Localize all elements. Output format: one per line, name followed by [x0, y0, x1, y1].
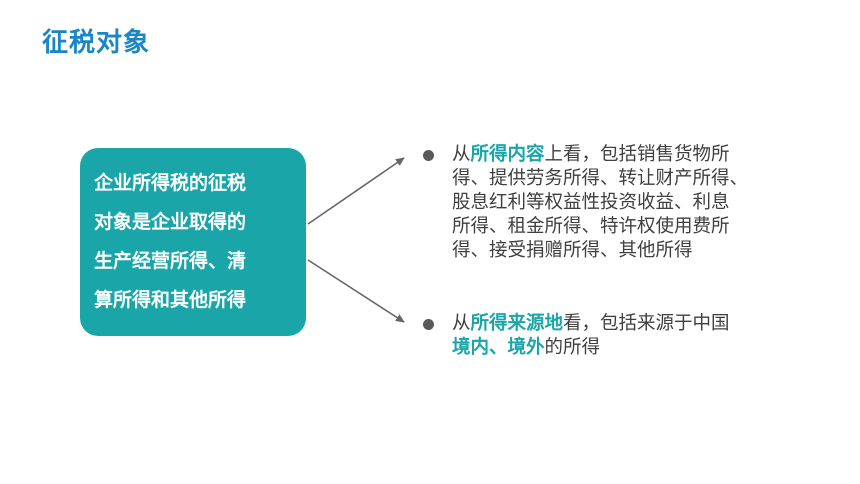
- bullet-dot-icon: [423, 319, 434, 330]
- bullet-dot-icon: [423, 150, 434, 161]
- bullet-1-line-1: 从所得内容上看，包括销售货物所: [452, 143, 803, 167]
- arrow-to-bullet-1: [307, 157, 405, 225]
- bullet-2-highlight-2: 境内、境外: [452, 337, 545, 358]
- arrow-to-bullet-2: [307, 259, 405, 323]
- bullet-1-highlight: 所得内容: [470, 144, 545, 165]
- bullet-1-line-5: 得、接受捐赠所得、其他所得: [452, 240, 693, 261]
- bullet-1-text: 从所得内容上看，包括销售货物所 得、提供劳务所得、转让财产所得、 股息红利等权益…: [452, 143, 803, 263]
- main-box-line-2: 对象是企业取得的: [94, 211, 247, 233]
- bullet-1-line-2: 得、提供劳务所得、转让财产所得、: [452, 168, 749, 189]
- bullet-2-suffix-2: 的所得: [544, 337, 601, 358]
- bullet-income-content: 从所得内容上看，包括销售货物所 得、提供劳务所得、转让财产所得、 股息红利等权益…: [423, 143, 803, 263]
- bullet-2-suffix: 看，包括来源于中国: [563, 313, 730, 334]
- bullet-1-suffix: 上看，包括销售货物所: [544, 144, 730, 165]
- bullet-income-source: 从所得来源地看，包括来源于中国 境内、境外的所得: [423, 312, 803, 360]
- bullet-2-highlight: 所得来源地: [470, 313, 564, 334]
- main-box-line-1: 企业所得税的征税: [94, 172, 247, 194]
- bullet-1-line-4: 所得、租金所得、特许权使用费所: [452, 216, 730, 237]
- bullet-1-prefix: 从: [452, 144, 471, 165]
- main-concept-box: 企业所得税的征税 对象是企业取得的 生产经营所得、清 算所得和其他所得: [80, 148, 306, 336]
- bullet-2-line-1: 从所得来源地看，包括来源于中国: [452, 312, 803, 336]
- bullet-2-prefix: 从: [452, 313, 471, 334]
- slide-title: 征税对象: [42, 28, 151, 58]
- bullet-1-line-3: 股息红利等权益性投资收益、利息: [452, 192, 730, 213]
- main-box-line-3: 生产经营所得、清: [94, 250, 247, 272]
- bullet-2-text: 从所得来源地看，包括来源于中国 境内、境外的所得: [452, 312, 803, 360]
- bullet-2-line-2: 境内、境外的所得: [452, 336, 803, 360]
- main-box-line-4: 算所得和其他所得: [94, 289, 247, 311]
